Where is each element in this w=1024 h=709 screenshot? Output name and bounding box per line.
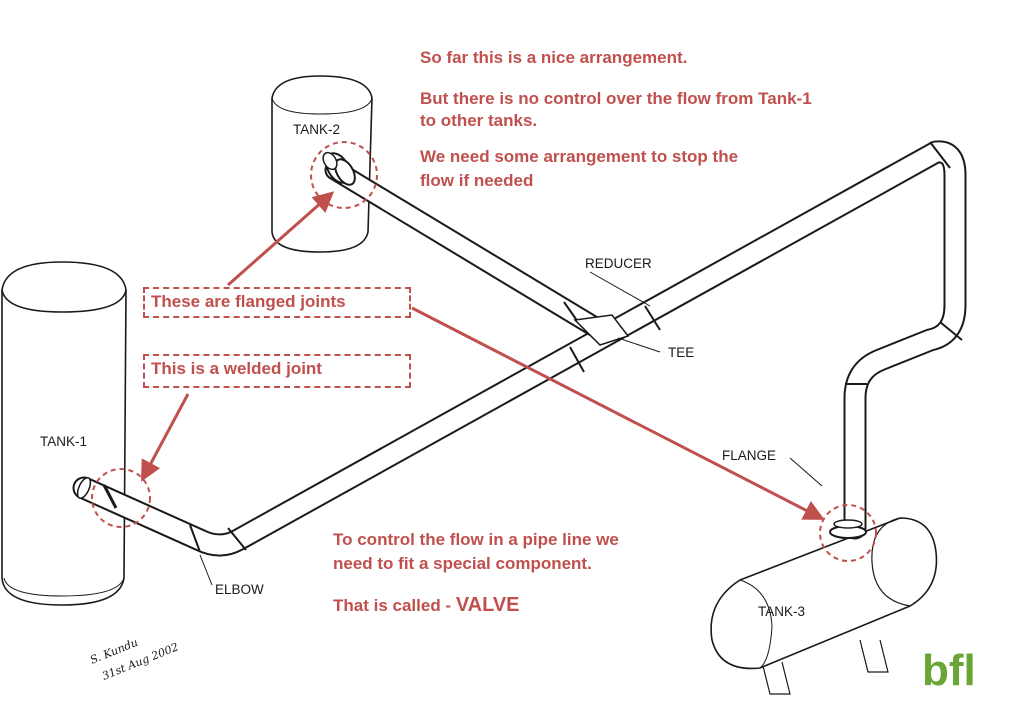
note-stop-flow-2: flow if needed (420, 171, 534, 190)
pointer-arrows (141, 191, 825, 520)
flange-joint-circle-tank3 (819, 504, 877, 562)
signature: S. Kundu 31st Aug 2002 (88, 636, 180, 683)
label-leaders (199, 271, 823, 586)
note-no-control-2: to other tanks. (420, 111, 538, 130)
bfl-logo-text: bfl (922, 646, 976, 691)
tee-label: TEE (668, 345, 694, 360)
arrow-to-tank3-flange (411, 306, 825, 520)
tank-3-label: TANK-3 (758, 604, 805, 619)
bfl-logo-icon: bfl (922, 646, 976, 691)
welded-joint-circle (91, 468, 151, 528)
reducer-label: REDUCER (585, 256, 652, 271)
note-control-flow-2: need to fit a special component. (333, 554, 592, 573)
tank-2 (271, 75, 373, 253)
pipe-fittings (76, 141, 963, 553)
welded-joint-callout: This is a welded joint (143, 354, 411, 388)
tank-1-label: TANK-1 (40, 434, 87, 449)
valve-word: VALVE (455, 594, 520, 616)
arrow-to-tank2-flange (227, 191, 335, 287)
elbow-label: ELBOW (215, 582, 264, 597)
flange-joint-circle-tank2 (310, 141, 378, 209)
flange-label: FLANGE (722, 448, 776, 463)
flanged-joints-callout: These are flanged joints (143, 287, 411, 318)
arrow-to-welded-joint (141, 393, 190, 482)
note-valve-prefix: That is called - (333, 596, 456, 615)
note-no-control-1: But there is no control over the flow fr… (420, 89, 812, 108)
tank-2-label: TANK-2 (293, 122, 340, 137)
note-nice-arrangement: So far this is a nice arrangement. (420, 48, 688, 67)
pipe-network (72, 140, 967, 557)
note-valve-line: That is called - VALVE (333, 594, 520, 617)
tank-1 (1, 261, 127, 606)
joint-highlights (91, 141, 877, 562)
tank-3 (710, 517, 938, 695)
note-stop-flow-1: We need some arrangement to stop the (420, 147, 739, 166)
note-control-flow-1: To control the flow in a pipe line we (333, 530, 619, 549)
